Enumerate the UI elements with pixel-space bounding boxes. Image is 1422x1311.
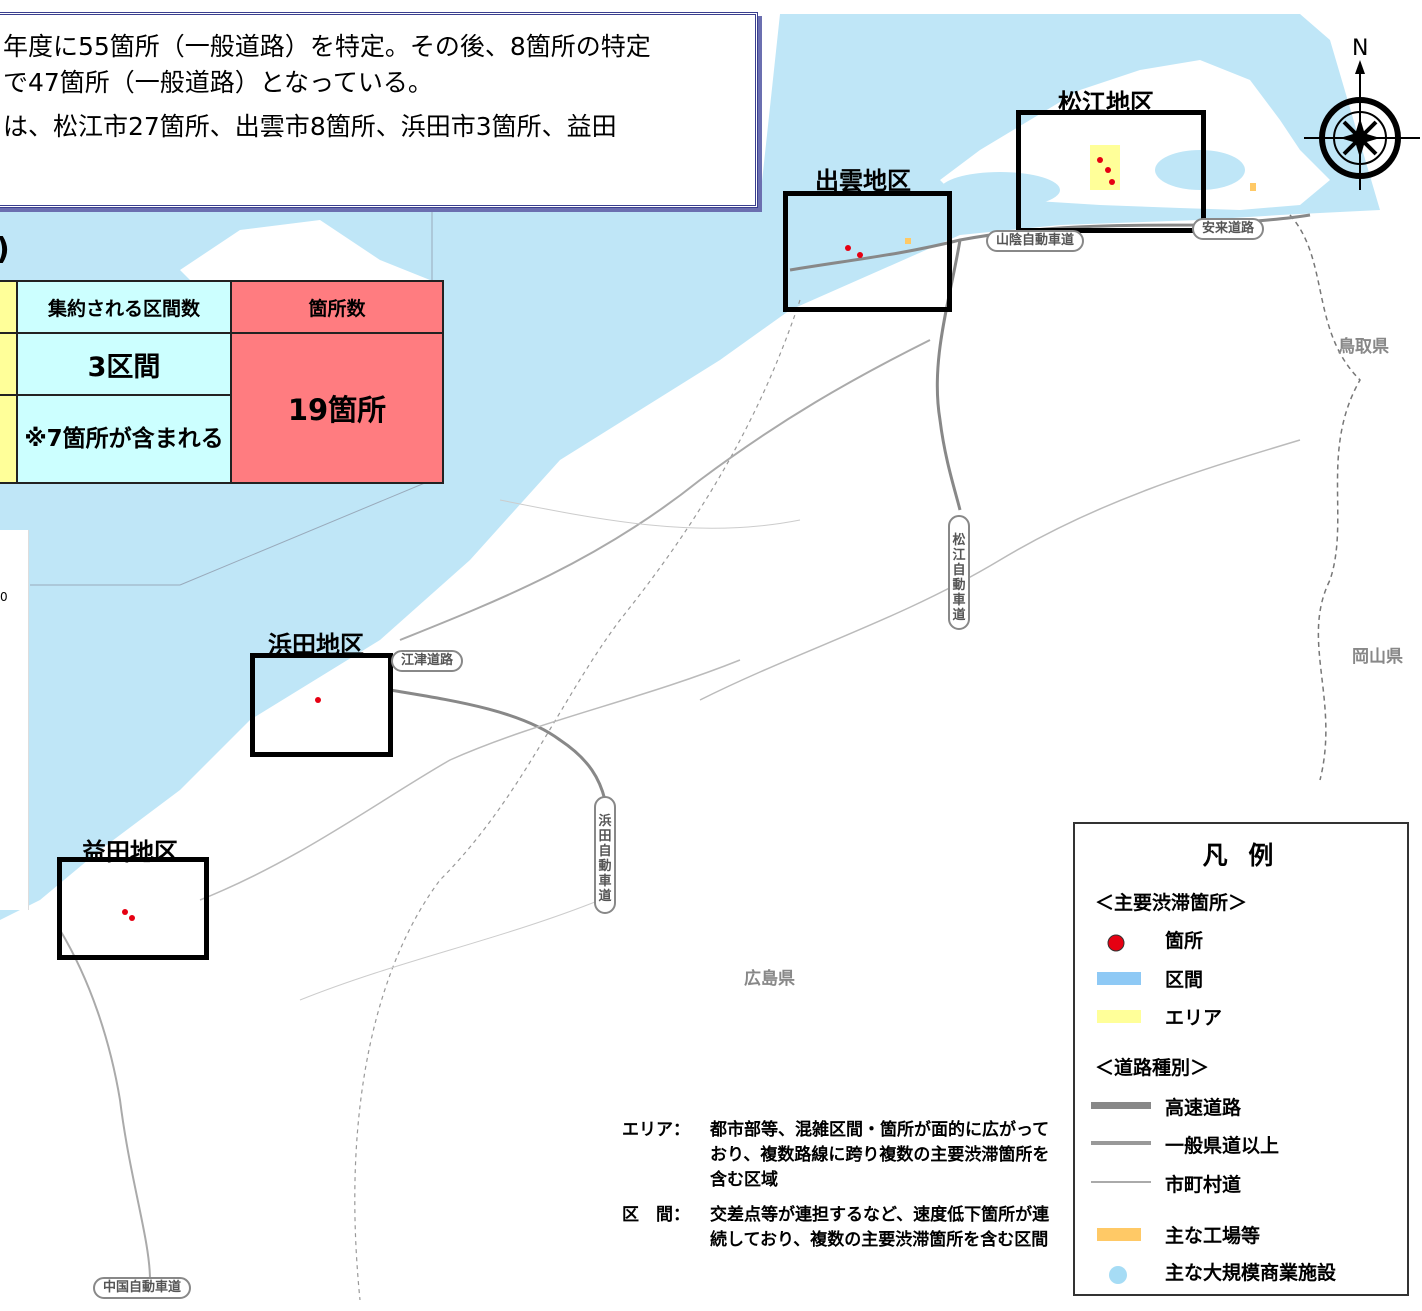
legend-expressway: 高速道路 <box>1165 1097 1242 1119</box>
municipal-road-swatch <box>1091 1181 1151 1183</box>
district-frame-matsue[interactable] <box>1016 110 1206 233</box>
legend: 凡 例 ＜主要渋滞箇所＞ 箇所 区間 エリア ＜道路種別＞ 高速道路 一般県道以… <box>1073 822 1409 1296</box>
info-line-2: で47箇所（一般道路）となっている。 <box>3 68 433 97</box>
notes: エリア： 都市部等、混雑区間・箇所が面的に広がっており、複数路線に跨り複数の主要… <box>622 1118 1050 1253</box>
legend-section-congestion: ＜主要渋滞箇所＞ <box>1095 892 1248 914</box>
district-frame-masuda[interactable] <box>57 857 209 960</box>
legend-section-roads: ＜道路種別＞ <box>1095 1057 1210 1079</box>
congestion-point <box>315 697 321 703</box>
prefectural-road-swatch <box>1091 1141 1151 1145</box>
pref-label-tottori: 鳥取県 <box>1338 337 1389 357</box>
commercial-facility-icon <box>1109 1266 1127 1284</box>
road-badge-gotsu: 江津道路 <box>391 650 464 672</box>
congestion-point <box>1105 167 1111 173</box>
road-badge-yasugi: 安来道路 <box>1192 218 1265 240</box>
table-cell-yellow <box>0 394 18 484</box>
legend-point: 箇所 <box>1165 930 1204 952</box>
legend-section: 区間 <box>1165 969 1204 991</box>
side-panel <box>0 530 29 910</box>
header-sections: 集約される区間数 <box>16 280 232 334</box>
note-area-head: エリア： <box>622 1120 690 1140</box>
factory <box>1250 183 1256 191</box>
info-line-3: は、松江市27箇所、出雲市8箇所、浜田市3箇所、益田 <box>3 112 617 141</box>
congestion-point <box>1097 157 1103 163</box>
congestion-point <box>857 252 863 258</box>
table-caption-fragment: ) <box>0 232 10 267</box>
summary-table: 集約される区間数 箇所数 3区間 19箇所 ※7箇所が含まれる <box>0 280 444 484</box>
legend-municipal: 市町村道 <box>1165 1174 1242 1196</box>
district-frame-izumo[interactable] <box>783 191 952 312</box>
legend-prefectural: 一般県道以上 <box>1165 1135 1280 1157</box>
legend-factory: 主な工場等 <box>1165 1225 1261 1247</box>
sections-value: 3区間 <box>16 332 232 396</box>
congestion-point <box>845 245 851 251</box>
north-arrow-icon <box>1304 60 1420 190</box>
side-zero-label: 0 <box>0 590 8 604</box>
count-value: 19箇所 <box>230 332 444 484</box>
area-swatch <box>1097 1010 1141 1023</box>
north-label: N <box>1352 36 1369 61</box>
matsue-area <box>1090 145 1120 190</box>
legend-commercial: 主な大規模商業施設 <box>1165 1262 1337 1284</box>
factory-swatch <box>1097 1228 1141 1241</box>
note-section-head: 区 間： <box>622 1205 690 1225</box>
note-section: 区 間： 交差点等が連担するなど、速度低下箇所が連続しており、複数の主要渋滞箇所… <box>622 1203 1050 1253</box>
expressway-swatch <box>1091 1102 1151 1109</box>
congestion-point <box>1109 179 1115 185</box>
congestion-point <box>122 909 128 915</box>
legend-title: 凡 例 <box>1202 841 1280 870</box>
info-box: 年度に55箇所（一般道路）を特定。その後、8箇所の特定 で47箇所（一般道路）と… <box>0 12 758 208</box>
congestion-point <box>129 915 135 921</box>
road-badge-matsue-exp: 松江自動車道 <box>948 515 970 630</box>
sections-note: ※7箇所が含まれる <box>16 394 232 484</box>
district-frame-hamada[interactable] <box>250 653 393 757</box>
road-badge-hamada-exp: 浜田自動車道 <box>594 796 616 914</box>
pref-label-okayama: 岡山県 <box>1352 647 1403 667</box>
road-badge-sanin: 山陰自動車道 <box>986 230 1085 252</box>
note-section-body: 交差点等が連担するなど、速度低下箇所が連続しており、複数の主要渋滞箇所を含む区間 <box>710 1205 1050 1250</box>
lake-nakaumi <box>1155 150 1245 190</box>
oki-area <box>180 220 440 300</box>
note-area: エリア： 都市部等、混雑区間・箇所が面的に広がっており、複数路線に跨り複数の主要… <box>622 1118 1050 1193</box>
table-cell-yellow <box>0 332 18 396</box>
section-swatch <box>1097 972 1141 985</box>
legend-area: エリア <box>1165 1007 1223 1029</box>
note-area-body: 都市部等、混雑区間・箇所が面的に広がっており、複数路線に跨り複数の主要渋滞箇所を… <box>710 1120 1050 1190</box>
red-dot-icon <box>1107 934 1125 952</box>
factory <box>905 238 911 244</box>
lake-shinji <box>940 172 1060 208</box>
road-badge-chugoku: 中国自動車道 <box>93 1277 192 1299</box>
info-line-1: 年度に55箇所（一般道路）を特定。その後、8箇所の特定 <box>3 32 651 61</box>
table-cell-yellow <box>0 280 18 334</box>
header-count: 箇所数 <box>230 280 444 334</box>
pref-label-hiroshima: 広島県 <box>744 969 795 989</box>
district-label-izumo: 出雲地区 <box>815 167 911 195</box>
